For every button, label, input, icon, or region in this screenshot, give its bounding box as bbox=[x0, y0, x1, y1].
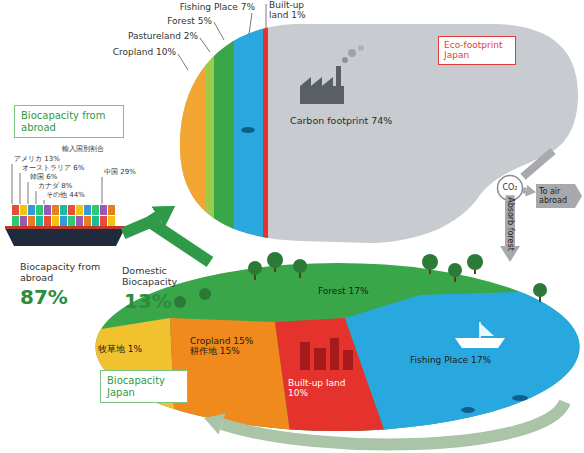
text-slot: 87% bbox=[20, 286, 90, 309]
label-slot: Cropland 10% bbox=[100, 47, 176, 57]
segment-label: Cropland 10% bbox=[100, 47, 176, 57]
land-region: 牧草地 1% bbox=[98, 344, 162, 354]
edge-label: Absorb forest bbox=[505, 195, 514, 253]
label-slot: 輸入国別割合 bbox=[62, 145, 122, 153]
footprint-shape: Carbon footprint 74% Eco-footprint Japan bbox=[175, 5, 580, 245]
node-text: Cropland 15% bbox=[190, 336, 270, 346]
label-slot: 韓国 6% bbox=[30, 173, 80, 181]
label-slot: 中国 29% bbox=[104, 168, 144, 176]
node-text: Carbon footprint 74% bbox=[290, 116, 420, 127]
node-text: Fishing Place 17% bbox=[410, 355, 494, 365]
segment-label: Pastureland 2% bbox=[110, 31, 198, 41]
flow-arrow bbox=[150, 217, 210, 262]
title-box: Biocapacity from abroad bbox=[14, 105, 124, 138]
country-share: オーストラリア 6% bbox=[22, 164, 92, 172]
node-text: Biocapacity Japan bbox=[107, 375, 181, 398]
land-ellipse: Forest 17% 牧草地 1% Cropland 15%耕作地 15% Built… bbox=[95, 262, 580, 432]
label-slot: Absorb forest bbox=[505, 195, 514, 253]
chart-heading: 輸入国別割合 bbox=[62, 145, 122, 153]
label-slot: Pastureland 2% bbox=[110, 31, 198, 41]
segment-label: Forest 5% bbox=[150, 16, 212, 26]
flow-label: Domestic Biocapacity bbox=[122, 266, 200, 288]
segment-label: Fishing Place 7% bbox=[170, 2, 255, 12]
node-text: Eco-footprint Japan bbox=[444, 40, 510, 61]
text-slot: Forest 17% bbox=[318, 286, 398, 296]
country-share: 韓国 6% bbox=[30, 173, 80, 181]
node-text: Built-up land 10% bbox=[288, 378, 350, 399]
label-slot: Forest 5% bbox=[150, 16, 212, 26]
text-slot: Biocapacity from abroad bbox=[20, 262, 115, 284]
title-box: Biocapacity Japan bbox=[100, 370, 188, 403]
flow-arrow bbox=[123, 217, 158, 234]
country-share: アメリカ 13% bbox=[14, 155, 74, 163]
node-text: To air abroad bbox=[539, 187, 574, 205]
node-text: 87% bbox=[20, 286, 90, 309]
text-slot: Carbon footprint 74% bbox=[290, 116, 420, 127]
node-text: 牧草地 1% bbox=[98, 344, 162, 354]
label-slot: 13% bbox=[124, 290, 184, 313]
ship-figure: Biocapacity from abroad87% bbox=[5, 192, 123, 325]
node-text: Biocapacity from abroad bbox=[21, 110, 117, 133]
label-slot: Fishing Place 7% bbox=[170, 2, 255, 12]
country-share: その他 44% bbox=[46, 191, 96, 199]
node-text: Biocapacity from abroad bbox=[20, 262, 115, 284]
country-share: 中国 29% bbox=[104, 168, 144, 176]
label-slot: Domestic Biocapacity bbox=[122, 266, 200, 288]
segment-label: Built-up land 1% bbox=[269, 0, 313, 21]
label-slot: カナダ 8% bbox=[38, 182, 88, 190]
flow-arrow bbox=[523, 187, 526, 194]
land-region: Built-up land 10% bbox=[288, 378, 350, 399]
label-slot: アメリカ 13% bbox=[14, 155, 74, 163]
label-slot: Built-up land 1% bbox=[269, 0, 313, 21]
text-slot: CO₂ bbox=[497, 183, 523, 192]
label-slot: その他 44% bbox=[46, 191, 96, 199]
node-text: CO₂ bbox=[497, 183, 523, 192]
country-share: カナダ 8% bbox=[38, 182, 88, 190]
title-box: Eco-footprint Japan bbox=[438, 36, 516, 65]
label-slot: オーストラリア 6% bbox=[22, 164, 92, 172]
land-region: Fishing Place 17% bbox=[410, 355, 494, 365]
percentage-value: 13% bbox=[124, 290, 184, 313]
pointer-box: To air abroad bbox=[536, 184, 582, 208]
node-text: Forest 17% bbox=[318, 286, 398, 296]
node-text: 耕作地 15% bbox=[190, 346, 270, 356]
land-region: Cropland 15%耕作地 15% bbox=[190, 336, 270, 357]
